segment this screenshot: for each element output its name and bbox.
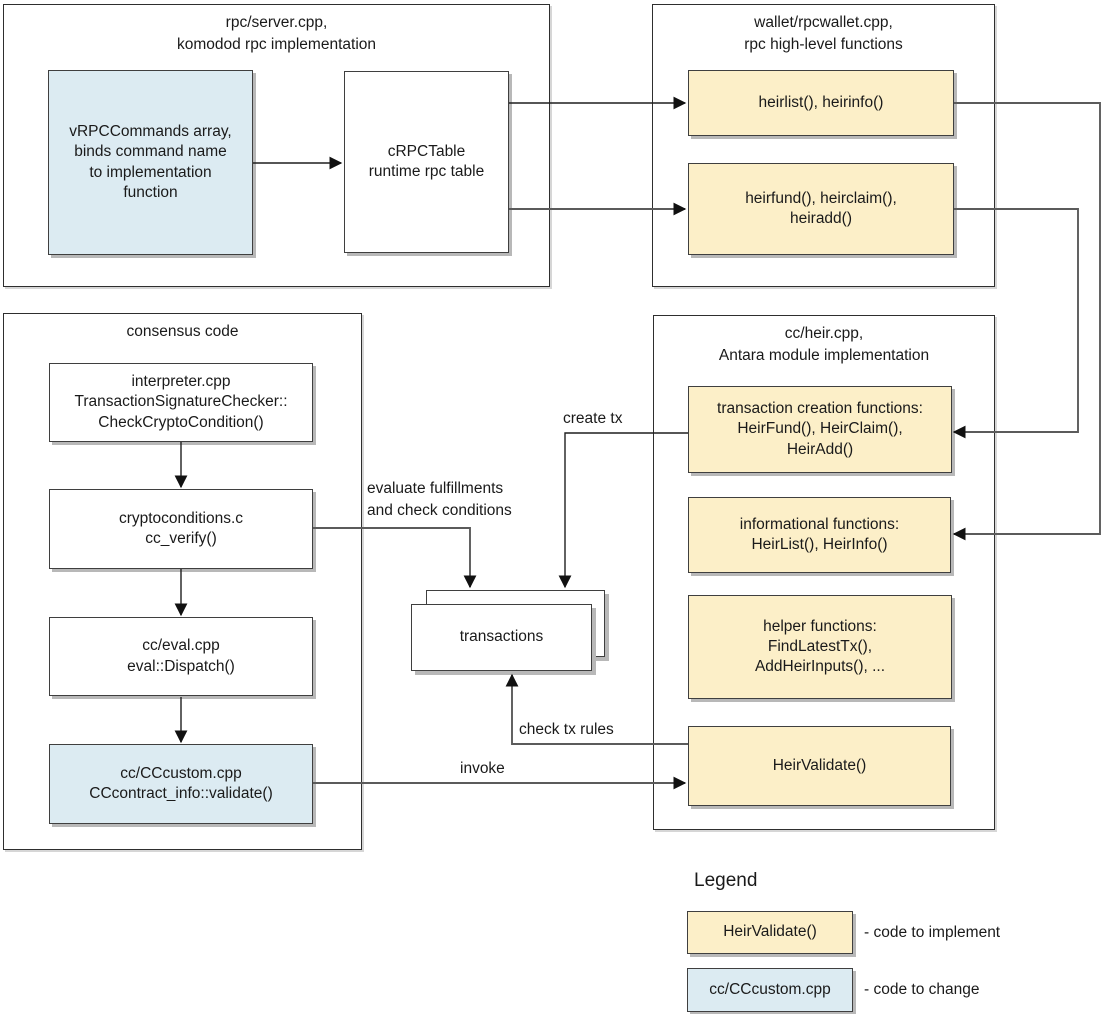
group-wallet-rpc-title: wallet/rpcwallet.cpp, rpc high-level fun… xyxy=(744,14,903,54)
node-vrpccommands-array: vRPCCommands array, binds command name t… xyxy=(48,70,253,255)
node-crpctable: cRPCTable runtime rpc table xyxy=(344,71,509,253)
node-cc-custom: cc/CCcustom.cpp CCcontract_info::validat… xyxy=(49,744,313,824)
node-transaction-creation-functions: transaction creation functions: HeirFund… xyxy=(688,386,952,473)
node-helper-functions: helper functions: FindLatestTx(), AddHei… xyxy=(688,595,952,699)
node-transactions: transactions xyxy=(411,604,592,671)
legend-label-implement: - code to implement xyxy=(864,923,1001,941)
edge-label-evaluate-fulfillments: evaluate fulfillments and check conditio… xyxy=(367,480,512,520)
node-cryptoconditions: cryptoconditions.c cc_verify() xyxy=(49,489,313,569)
node-heirvalidate: HeirValidate() xyxy=(688,726,951,806)
node-heirlist-heirinfo: heirlist(), heirinfo() xyxy=(688,70,954,136)
legend-title: Legend xyxy=(694,870,758,891)
edge-label-create-tx: create tx xyxy=(563,410,623,427)
edge-label-check-tx-rules: check tx rules xyxy=(519,721,614,738)
node-heirfund-heirclaim-heiradd: heirfund(), heirclaim(), heiradd() xyxy=(688,163,954,255)
group-heir-module-title: cc/heir.cpp, Antara module implementatio… xyxy=(718,325,930,365)
legend-label-change: - code to change xyxy=(864,981,980,998)
group-rpc-server-title: rpc/server.cpp, komodod rpc implementati… xyxy=(176,14,377,54)
group-consensus-code-title: consensus code xyxy=(126,323,239,340)
edge-label-invoke: invoke xyxy=(460,760,505,777)
node-informational-functions: informational functions: HeirList(), Hei… xyxy=(688,497,951,573)
node-cc-eval: cc/eval.cpp eval::Dispatch() xyxy=(49,617,313,696)
legend-swatch-change: cc/CCcustom.cpp xyxy=(687,968,853,1012)
group-rpc-server: rpc/server.cpp, komodod rpc implementati… xyxy=(3,4,550,287)
node-interpreter: interpreter.cpp TransactionSignatureChec… xyxy=(49,363,313,442)
legend-swatch-implement: HeirValidate() xyxy=(687,911,853,954)
